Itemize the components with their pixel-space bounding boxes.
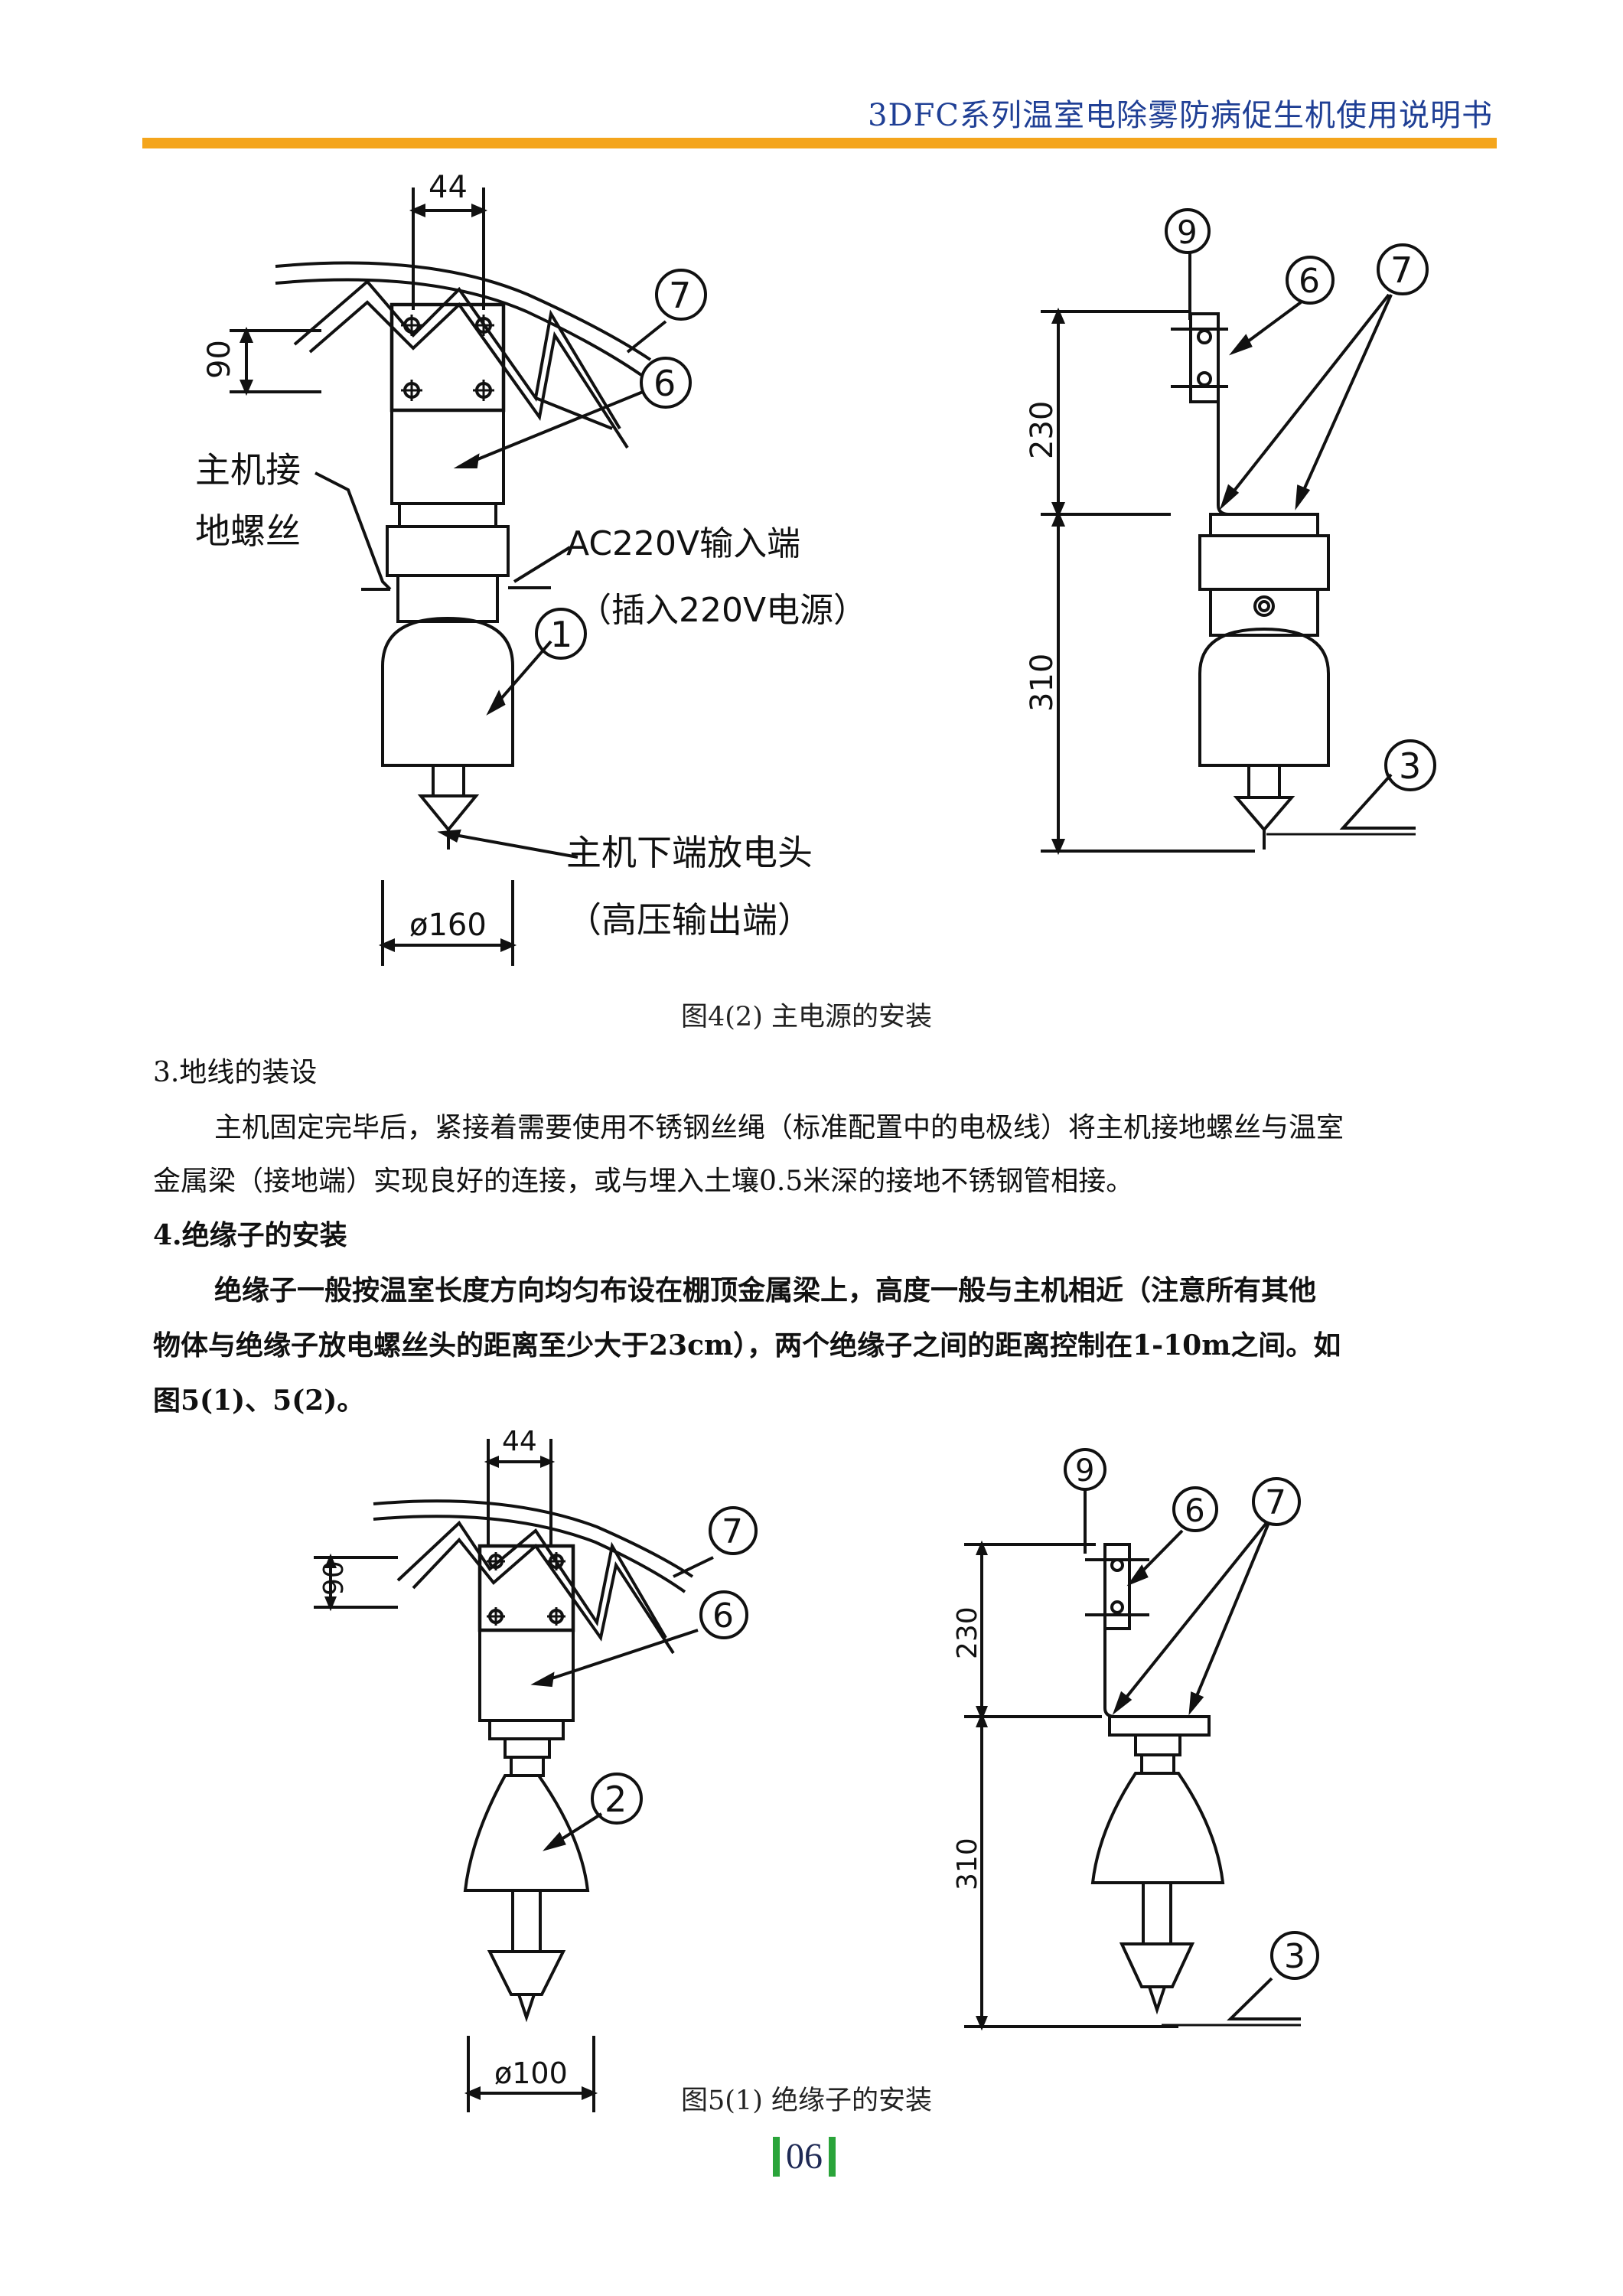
dim-90-bottom: 90 [318,1561,350,1596]
callout-6-bottom-right: 6 [1172,1486,1218,1532]
dimension-diameter-top: ø160 [378,880,517,966]
leader-lines-left [437,320,667,859]
section4-para-line1: 绝缘子一般按温室长度方向均匀布设在棚顶金属梁上，高度一般与主机相近（注意所有其他 [214,1274,1317,1306]
callout-2: 2 [591,1773,643,1825]
page-number-text: 06 [786,2136,823,2177]
callout-6-bottom-left: 6 [699,1590,748,1639]
dimension-height-right: 230 310 [1025,307,1255,856]
figure-main-power-installation: 44 90 主机接 地螺丝 [195,170,1436,966]
leader-lines-bottom-right [1084,1489,1301,2027]
insulator-body [463,1737,590,2023]
section3-heading: 3.地线的装设 [153,1057,318,1088]
document-header-title: 3DFC系列温室电除雾防病促生机使用说明书 [868,98,1493,133]
figure-bottom-caption: 图5(1) 绝缘子的安装 [681,2086,932,2116]
svg-text:6: 6 [1185,1492,1205,1529]
dim-diameter-top: ø160 [409,908,487,943]
mounting-plate [389,302,506,505]
leader-lines-right [1188,253,1416,836]
figure-insulator-installation: 44 90 7 6 2 [314,1426,1319,2112]
discharge-label-line2: （高压输出端） [566,899,813,941]
svg-text:6: 6 [653,363,676,404]
callout-3-bottom: 3 [1270,1931,1319,1980]
callout-9-right: 9 [1165,208,1211,254]
callout-6-right: 6 [1286,256,1335,305]
dimension-width-bottom: 44 [484,1426,556,1546]
insulator-side-view [1085,1543,1225,2015]
callout-9-bottom: 9 [1064,1448,1106,1491]
svg-text:3: 3 [1284,1937,1305,1976]
svg-text:6: 6 [1299,262,1320,301]
dimension-width-top: 44 [409,170,488,310]
page-number-bar-right [829,2136,836,2177]
svg-text:9: 9 [1177,214,1198,251]
dimension-diameter-bottom: ø100 [464,2036,598,2112]
svg-text:7: 7 [1265,1483,1286,1522]
svg-text:7: 7 [669,275,691,316]
svg-text:7: 7 [1390,249,1413,291]
dim-310-top: 310 [1025,654,1060,712]
svg-text:9: 9 [1075,1453,1094,1489]
ground-screw-label-line1: 主机接 [195,449,301,491]
dim-310-bottom: 310 [952,1838,983,1890]
section3-para-line2: 金属梁（接地端）实现良好的连接，或与埋入土壤0.5米深的接地不锈钢管相接。 [153,1166,1134,1197]
main-unit-body [381,502,514,850]
dim-44-bottom: 44 [502,1426,537,1457]
leader-lines-bottom-left [530,1556,714,1851]
section4-heading: 4.绝缘子的安装 [153,1219,347,1251]
dimension-height-bottom: 230 310 [952,1540,1178,2031]
discharge-label-line1: 主机下端放电头 [566,832,813,873]
dim-44-top: 44 [429,170,468,205]
figure-top-caption: 图4(2) 主电源的安装 [681,1002,932,1032]
callout-3-top: 3 [1384,739,1436,791]
ground-screw-pointer [314,471,392,591]
ac-input-label-line1: AC220V输入端 [566,524,800,563]
dim-90-top: 90 [202,340,237,379]
section4-para-line3: 图5(1)、5(2)。 [153,1384,365,1417]
dimension-bracket-bottom: 90 [314,1553,398,1612]
dim-diameter-bottom: ø100 [494,2056,568,2090]
section3-para-line1: 主机固定完毕后，紧接着需要使用不锈钢丝绳（标准配置中的电极线）将主机接地螺丝与温… [214,1112,1344,1143]
callout-7-bottom-right: 7 [1252,1477,1301,1526]
callout-6-left: 6 [640,357,692,409]
callout-7-left: 7 [655,269,707,321]
side-view-bracket [1171,312,1330,850]
section4-para-line2: 物体与绝缘子放电螺丝头的距离至少大于23cm），两个绝缘子之间的距离控制在1-1… [153,1329,1341,1362]
header-rule [142,138,1497,148]
svg-text:3: 3 [1399,745,1421,787]
ac-input-label-line2: （插入220V电源） [578,591,867,630]
svg-text:7: 7 [722,1512,743,1551]
page-number-bar-left [773,2136,780,2177]
greenhouse-truss-bottom [373,1499,694,1655]
callout-1: 1 [535,608,587,660]
svg-text:2: 2 [605,1779,627,1820]
svg-text:6: 6 [712,1596,734,1636]
ac-input-pointer [508,546,572,589]
dim-230-top: 230 [1025,401,1060,459]
dim-230-bottom: 230 [952,1606,983,1659]
callout-7-bottom-left: 7 [709,1506,758,1555]
insulator-mounting-plate [477,1544,575,1740]
dimension-bracket-left: 90 [202,326,321,396]
svg-text:1: 1 [550,614,572,655]
greenhouse-truss [275,261,652,449]
callout-7-right: 7 [1377,243,1429,295]
page-number: 06 [773,2135,836,2177]
ground-screw-label-line2: 地螺丝 [195,510,301,552]
